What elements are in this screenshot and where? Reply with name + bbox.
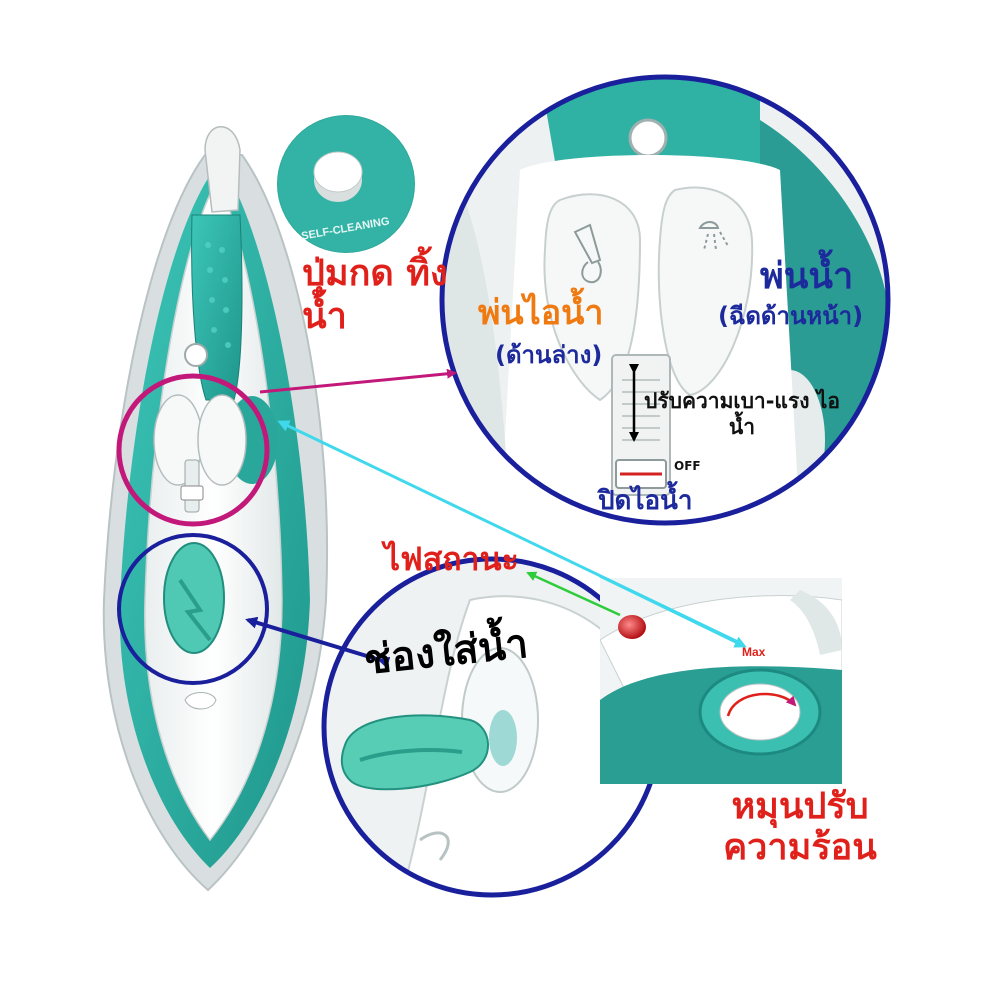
spray-label: พ่นน้ำ <box>760 256 854 297</box>
temperature-dial-label: หมุนปรับ ความร้อน <box>723 786 877 869</box>
water-cap-icon <box>340 714 489 791</box>
steam-burst-icon <box>573 223 602 284</box>
dial-max-label: Max <box>742 645 766 659</box>
steam-off-tag: OFF <box>674 459 701 473</box>
spray-sublabel: (ฉีดด้านหน้า) <box>718 302 864 330</box>
zoom-ring-navy <box>439 74 891 526</box>
steam-burst-sublabel: (ด้านล่าง) <box>495 341 603 369</box>
steam-off-label: ปิดไอน้ำ <box>598 486 693 516</box>
arrow-dial-cyan-head <box>599 574 747 648</box>
steam-controls-ring <box>116 373 270 527</box>
temperature-dial-photo <box>600 578 842 784</box>
spray-icon <box>698 221 729 251</box>
self-cleaning-button-label: ปุ่มกด ทิ้งน้ำ <box>302 253 448 338</box>
indicator-light-label: ไฟสถานะ <box>384 540 519 578</box>
steam-adjust-label: ปรับความเบา-แรง ไอน้ำ <box>644 389 840 440</box>
steam-burst-label: พ่นไอน้ำ <box>478 293 604 333</box>
water-inlet-ring <box>117 533 269 685</box>
arrow-water-navy <box>245 616 391 669</box>
self-cleaning-knob-icon <box>277 115 415 253</box>
iron-body <box>102 126 329 892</box>
arrow-light-green <box>526 571 621 617</box>
indicator-light-icon <box>618 615 646 639</box>
arrow-steam-to-zoom <box>259 368 457 394</box>
